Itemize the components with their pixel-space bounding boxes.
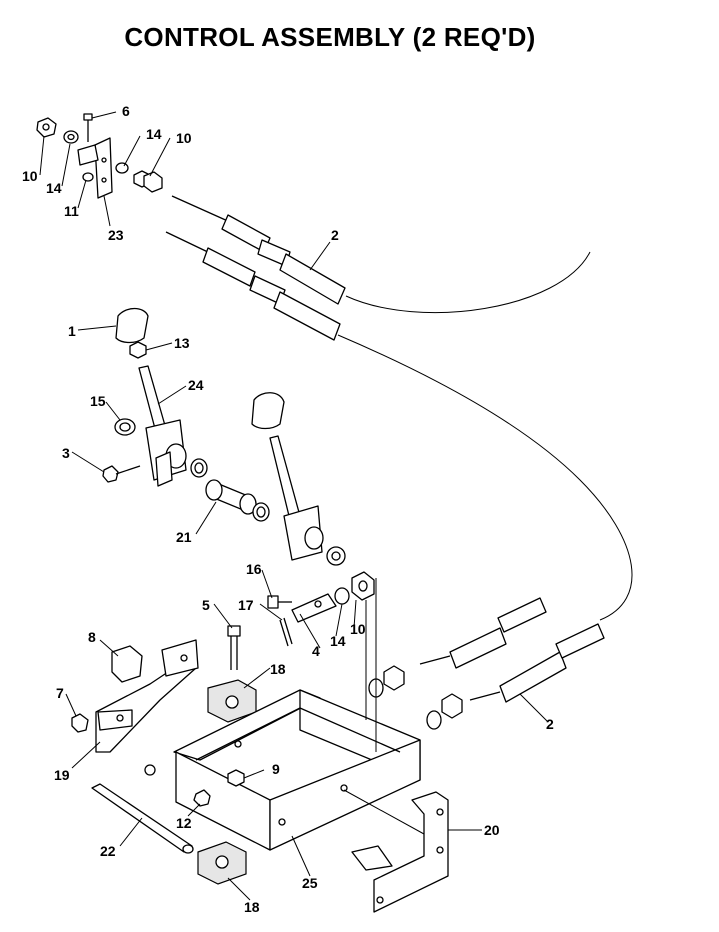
bushing-21 (205, 479, 257, 515)
callout-17: 17 (238, 597, 254, 613)
callout-7: 7 (56, 685, 64, 701)
callout-18: 18 (270, 661, 286, 677)
clip-8 (111, 645, 143, 683)
callout-24: 24 (188, 377, 204, 393)
leader-lines (39, 111, 549, 901)
callout-21: 21 (176, 529, 192, 545)
washer-near-frame (144, 764, 156, 776)
control-cable-lower (383, 597, 605, 719)
nut-10-right (133, 170, 163, 193)
callout-25: 25 (302, 875, 318, 891)
frame-25 (173, 689, 421, 851)
washer-right-lever (326, 546, 346, 566)
callout-15: 15 (90, 393, 106, 409)
bracket-23 (77, 137, 113, 199)
clamp-18-lower (197, 841, 247, 885)
callout-5: 5 (202, 597, 210, 613)
callouts: 6 10 14 14 10 11 23 2 1 13 24 15 3 21 16… (22, 103, 554, 915)
callout-10: 10 (176, 130, 192, 146)
cotter-pin-17 (279, 617, 293, 647)
callout-14: 14 (146, 126, 162, 142)
callout-4: 4 (312, 643, 320, 659)
bracket-20 (351, 791, 449, 913)
callout-16: 16 (246, 561, 262, 577)
screw-6 (83, 113, 93, 142)
callout-6: 6 (122, 103, 130, 119)
callout-23: 23 (108, 227, 124, 243)
callout-10: 10 (350, 621, 366, 637)
nut-9 (227, 769, 245, 787)
callout-12: 12 (176, 815, 192, 831)
nut-12 (193, 789, 211, 807)
callout-8: 8 (88, 629, 96, 645)
washer-14-clevis (334, 587, 350, 605)
callout-13: 13 (174, 335, 190, 351)
callout-14: 14 (46, 180, 62, 196)
callout-2: 2 (331, 227, 339, 243)
nut-13 (129, 341, 147, 359)
clevis-4 (291, 593, 337, 623)
lever-24 (138, 365, 187, 487)
screw-7 (71, 713, 89, 733)
callout-11: 11 (64, 203, 79, 219)
washer-14-right (115, 162, 129, 174)
washer-15 (114, 418, 136, 436)
lever-right (269, 435, 324, 561)
callout-19: 19 (54, 767, 70, 783)
knob-1-left (115, 307, 149, 344)
clamp-18-upper (207, 679, 257, 723)
callout-10: 10 (22, 168, 38, 184)
pin-16 (267, 595, 292, 609)
washer-14-top (63, 130, 79, 144)
callout-22: 22 (100, 843, 116, 859)
bolt-5 (227, 625, 241, 670)
nut-10-top (36, 117, 57, 138)
control-cable-upper (165, 195, 633, 621)
callout-18: 18 (244, 899, 260, 915)
washer-lower-rod (426, 710, 442, 730)
callout-1: 1 (68, 323, 76, 339)
callout-20: 20 (484, 822, 500, 838)
callout-14: 14 (330, 633, 346, 649)
page-title: CONTROL ASSEMBLY (2 REQ'D) (124, 22, 536, 52)
washer-left-of-bushing (190, 458, 208, 478)
bracket-19 (95, 639, 199, 753)
nut-10-clevis (351, 571, 375, 601)
callout-9: 9 (272, 761, 280, 777)
knob-1-right (251, 392, 285, 430)
screw-3 (102, 465, 141, 483)
callout-3: 3 (62, 445, 70, 461)
washer-right-of-bushing (252, 502, 270, 522)
nut-11 (82, 172, 94, 182)
callout-2: 2 (546, 716, 554, 732)
